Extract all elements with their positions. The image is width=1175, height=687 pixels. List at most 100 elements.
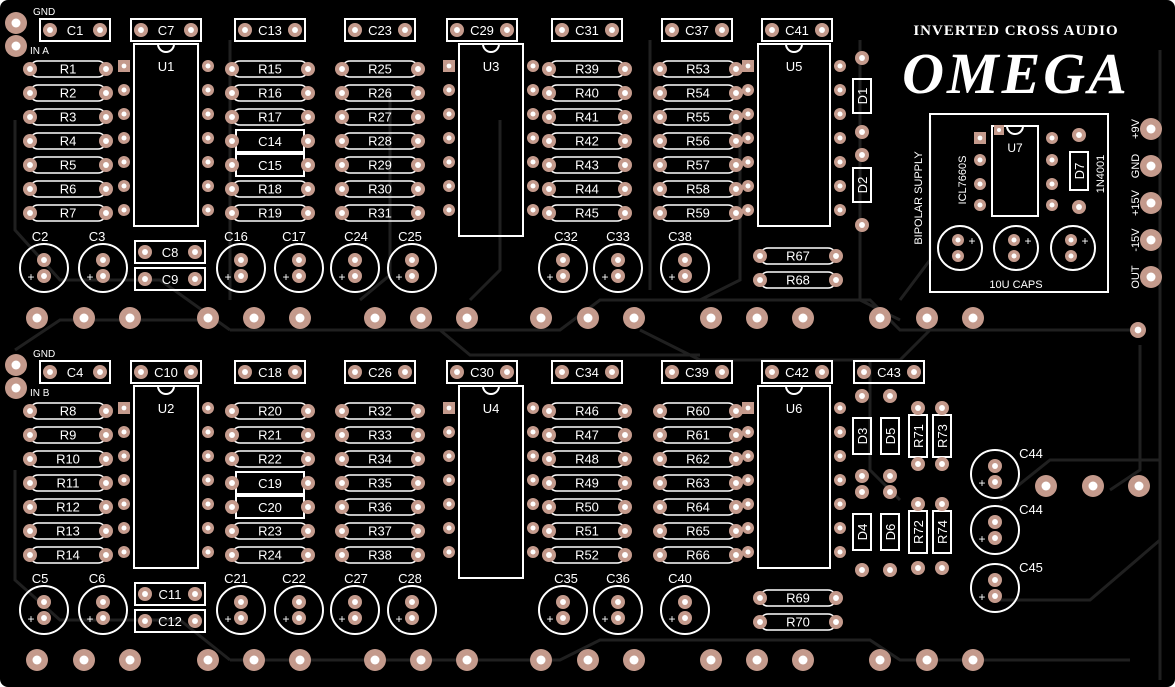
input-pad-hole bbox=[11, 383, 21, 393]
ic-notch bbox=[785, 43, 803, 53]
ic-pin-hole bbox=[446, 477, 452, 483]
resistor-label: R52 bbox=[575, 548, 599, 563]
resistor-pad-hole bbox=[415, 66, 421, 72]
resistor-pad-hole bbox=[757, 595, 763, 601]
ic-pin-hole bbox=[205, 405, 211, 411]
elcap-outline bbox=[78, 243, 128, 293]
elcap-polarity: + bbox=[338, 270, 345, 284]
resistor-label: R35 bbox=[368, 476, 392, 491]
resistor-pad-hole bbox=[339, 90, 345, 96]
input-label: IN A bbox=[30, 46, 49, 57]
resistor-label: R28 bbox=[368, 134, 392, 149]
elcap-label: C44 bbox=[1019, 502, 1043, 517]
resistor-pad-hole bbox=[305, 528, 311, 534]
jack-pad-hole bbox=[79, 313, 89, 323]
resistor-pad-hole bbox=[305, 66, 311, 72]
ic-pin-hole bbox=[977, 202, 983, 208]
resistor-pad-hole bbox=[415, 432, 421, 438]
resistor-label: R27 bbox=[368, 110, 392, 125]
ic-pin-hole bbox=[530, 525, 536, 531]
capacitor-label: C43 bbox=[877, 365, 901, 380]
jack-pad-hole bbox=[968, 313, 978, 323]
capacitor-pad-hole bbox=[719, 27, 725, 33]
resistor-pad-hole bbox=[229, 408, 235, 414]
capacitor-pad-hole bbox=[305, 162, 311, 168]
capacitor-label: C31 bbox=[575, 23, 599, 38]
ic-pin-hole bbox=[745, 525, 751, 531]
diode-pad-hole bbox=[859, 55, 865, 61]
resistor-pad-hole bbox=[733, 432, 739, 438]
diode-pad-hole bbox=[1076, 132, 1082, 138]
jack-pad-hole bbox=[798, 655, 808, 665]
resistor-label: R63 bbox=[686, 476, 710, 491]
resistor-label: R2 bbox=[60, 86, 77, 101]
resistor-pad-hole bbox=[339, 210, 345, 216]
resistor-label: R31 bbox=[368, 206, 392, 221]
supply-ic-part: ICL7660S bbox=[957, 156, 969, 205]
resistor-pad-hole bbox=[415, 210, 421, 216]
connector-label: +9V bbox=[1130, 118, 1142, 139]
resistor-pad-hole bbox=[622, 210, 628, 216]
capacitor-label: C29 bbox=[470, 23, 494, 38]
jack-pad-hole bbox=[295, 655, 305, 665]
ic-pin-hole bbox=[977, 181, 983, 187]
resistor-pad-hole bbox=[103, 504, 109, 510]
capacitor-pad-hole bbox=[229, 162, 235, 168]
ic-pin-hole bbox=[837, 549, 843, 555]
resistor-pad-hole bbox=[27, 138, 33, 144]
jack-pad-hole bbox=[583, 313, 593, 323]
connector-pad-hole bbox=[1146, 198, 1156, 208]
resistor-pad-hole bbox=[103, 480, 109, 486]
diode-label: D5 bbox=[883, 428, 898, 445]
ic-pin-hole bbox=[837, 207, 843, 213]
diode-pad-hole bbox=[1076, 204, 1082, 210]
resistor-pad-hole bbox=[339, 408, 345, 414]
ic-pin-hole bbox=[446, 183, 452, 189]
copper-trace bbox=[13, 120, 231, 332]
capacitor-label: C30 bbox=[470, 365, 494, 380]
ic-pin-hole bbox=[745, 477, 751, 483]
copper-trace bbox=[1000, 538, 1161, 602]
resistor-pad-hole bbox=[415, 90, 421, 96]
resistor-pad-hole bbox=[622, 456, 628, 462]
elcap-polarity: + bbox=[338, 612, 345, 626]
jack-pad-hole bbox=[416, 655, 426, 665]
resistor-pad-hole bbox=[339, 456, 345, 462]
resistor-pad-hole bbox=[622, 162, 628, 168]
resistor-pad-hole bbox=[339, 186, 345, 192]
resistor-label: R44 bbox=[575, 182, 599, 197]
elcap-outline bbox=[538, 585, 588, 635]
ic-pin-hole bbox=[205, 477, 211, 483]
ic-outline bbox=[133, 385, 199, 569]
capacitor-outline bbox=[234, 18, 306, 42]
ic-pin-hole bbox=[205, 453, 211, 459]
resistor-label: R24 bbox=[258, 548, 282, 563]
ic-pin-hole bbox=[121, 135, 127, 141]
elcap-polarity: + bbox=[224, 270, 231, 284]
resistor-pad-hole bbox=[939, 461, 945, 467]
copper-trace bbox=[230, 298, 1130, 332]
resistor-pad-hole bbox=[27, 408, 33, 414]
resistor-pad-hole bbox=[657, 66, 663, 72]
capacitor-pad-hole bbox=[669, 369, 675, 375]
supply-outline bbox=[929, 113, 1109, 293]
capacitor-pad-hole bbox=[559, 27, 565, 33]
capacitor-pad-hole bbox=[454, 27, 460, 33]
ic-pin-hole bbox=[121, 429, 127, 435]
capacitor-outline bbox=[344, 360, 416, 384]
resistor-pad-hole bbox=[339, 138, 345, 144]
ic-pin-hole bbox=[446, 525, 452, 531]
resistor-pad-hole bbox=[657, 90, 663, 96]
jack-pad-hole bbox=[462, 313, 472, 323]
elcap-pad-hole bbox=[409, 615, 415, 621]
resistor-pad-hole bbox=[103, 66, 109, 72]
elcap-label: C3 bbox=[89, 229, 106, 244]
resistor-pad-hole bbox=[415, 480, 421, 486]
resistor-label: R66 bbox=[686, 548, 710, 563]
resistor-label: R18 bbox=[258, 182, 282, 197]
supply-cap-pad-hole bbox=[955, 253, 961, 259]
ic-pin-hole bbox=[530, 405, 536, 411]
capacitor-pad-hole bbox=[861, 369, 867, 375]
resistor-pad-hole bbox=[733, 90, 739, 96]
ic-pin-hole bbox=[837, 501, 843, 507]
